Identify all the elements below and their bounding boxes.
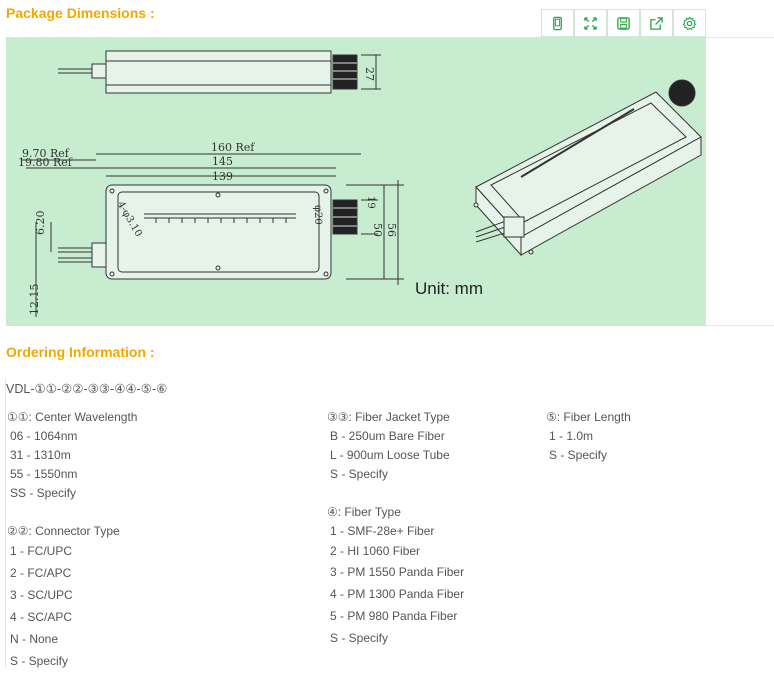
dim-h-50: 50 [371,223,384,237]
settings-icon [682,16,697,30]
section-title-connector-type: ②②: Connector Type [7,524,120,538]
share-button[interactable] [640,9,673,37]
option-item: S - Specify [330,467,389,481]
option-item: 1 - SMF-28e+ Fiber [330,524,435,538]
unit-label: Unit: mm [415,279,483,298]
section-title-fiber-type: ④: Fiber Type [327,505,401,519]
save-icon [617,16,630,30]
image-toolbar [541,9,707,37]
option-item: 2 - FC/APC [10,566,72,580]
settings-button[interactable] [673,9,706,37]
model-code: VDL-①①-②②-③③-④④-⑤-⑥ [6,382,168,396]
option-item: 06 - 1064nm [10,429,78,443]
diagram-divider [706,325,774,326]
dim-ref-160: 160 Ref [211,141,255,154]
option-item: 31 - 1310m [10,448,71,462]
dim-fiber-12-15: 12.15 [28,284,41,316]
option-item: 1 - FC/UPC [10,544,73,558]
fullscreen-button[interactable] [574,9,607,37]
option-item: 2 - HI 1060 Fiber [330,544,421,558]
option-item: S - Specify [549,448,608,462]
option-item: 4 - SC/APC [10,610,73,624]
section-title-fiber-length: ⑤: Fiber Length [546,410,631,424]
share-icon [650,16,663,30]
dim-ref-9-70: 9.70 Ref [22,147,70,160]
phone-preview-button[interactable] [541,9,574,37]
left-rule [5,378,6,668]
dim-ref-19-80: 19.80 Ref [18,156,73,169]
option-item: B - 250um Bare Fiber [330,429,445,443]
spacer [6,503,137,522]
section-title-fiber-jacket-type: ③③: Fiber Jacket Type [327,410,450,424]
option-item: 55 - 1550nm [10,467,78,481]
spacer [326,484,464,503]
option-item: 5 - PM 980 Panda Fiber [330,609,458,623]
dim-phi-20: φ20 [312,205,323,225]
scale-ticks [155,218,287,223]
dimension-drawing: 27 [18,50,702,317]
dim-h-56: 56 [385,223,398,237]
option-item: 1 - 1.0m [549,429,594,443]
ordering-column-2: ③③: Fiber Jacket Type B - 250um Bare Fib… [326,408,464,649]
ordering-information-heading: Ordering Information : [6,344,155,360]
dim-top-height: 27 [363,67,376,81]
toolbar-divider [706,37,774,38]
ordering-column-3: ⑤: Fiber Length 1 - 1.0m S - Specify [545,408,631,465]
dim-len-145: 145 [212,155,233,168]
option-item: 4 - PM 1300 Panda Fiber [330,587,465,601]
front-view [21,153,404,317]
dim-len-139: 139 [212,170,233,183]
option-item: N - None [10,632,59,646]
isometric-view [473,79,702,257]
section-title-center-wavelength: ①①: Center Wavelength [7,410,138,424]
option-item: S - Specify [330,631,389,645]
option-item: 3 - SC/UPC [10,588,73,602]
option-item: 3 - PM 1550 Panda Fiber [330,565,465,579]
option-item: SS - Specify [10,486,77,500]
ordering-column-1: ①①: Center Wavelength 06 - 1064nm 31 - 1… [6,408,137,672]
option-item: S - Specify [10,654,69,668]
top-view [58,50,381,94]
fullscreen-icon [584,16,597,30]
save-button[interactable] [607,9,640,37]
package-dimensions-heading: Package Dimensions : [6,5,155,21]
dim-h-19: 19 [365,196,376,209]
option-item: L - 900um Loose Tube [330,448,450,462]
dim-fiber-6-20: 6.20 [34,211,47,236]
package-drawing: 27 [6,37,706,326]
phone-preview-icon [553,16,562,30]
